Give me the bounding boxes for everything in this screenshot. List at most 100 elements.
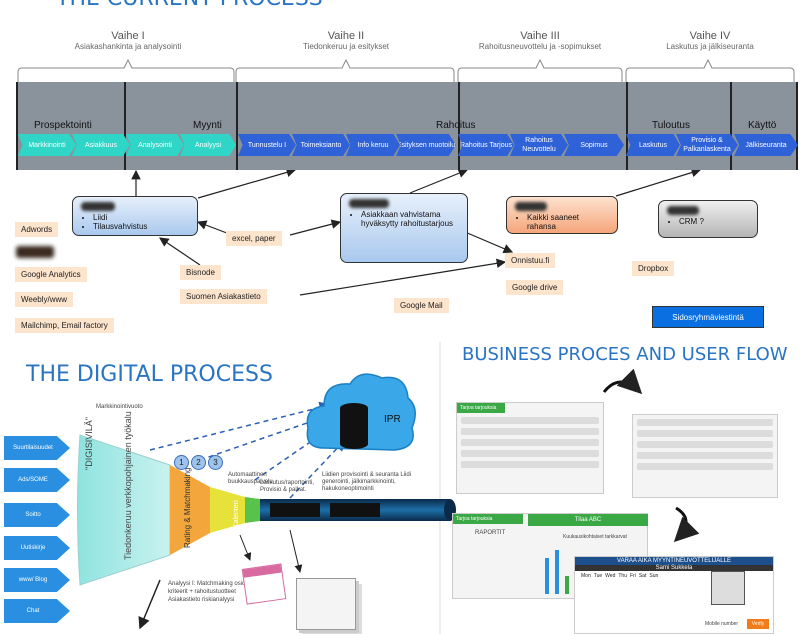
screen-1: Tarjoa tarjouksia — [456, 402, 604, 494]
sidosryhma-box: Sidosryhmäviestintä — [652, 306, 764, 328]
tag-adwords: Adwords — [15, 222, 59, 237]
chevron-step: Analyysi — [180, 134, 236, 156]
phase-4: Vaihe IV Laskutus ja jälkiseuranta — [640, 30, 780, 51]
input-arrow: Suurtilaisuudet — [4, 436, 70, 460]
calendar-icon — [241, 563, 287, 605]
funnel-graphic — [77, 434, 456, 586]
phase-subtitle: Tiedonkeruu ja esitykset — [303, 42, 389, 51]
phase-title: Vaihe II — [327, 30, 365, 42]
tag-google-drive: Google drive — [506, 280, 564, 295]
screen-2 — [632, 414, 778, 498]
current-process-title: THE CURRENT PROCESS — [56, 0, 323, 11]
chevron-step: Esityksen muotoilu — [396, 134, 456, 156]
callout-crm: CRM ? — [658, 200, 758, 238]
callout-item: Liidi — [93, 213, 189, 222]
day-label: Thu — [618, 573, 627, 579]
screen-title: Tilaa ABC — [528, 514, 648, 526]
callout-item: Asiakkaan vahvistama hyväksytty rahoitus… — [361, 210, 459, 228]
chevron-step: Jälkiseuranta — [734, 134, 798, 156]
callout-liidi: Liidi Tilausvahvistus — [72, 196, 198, 236]
redacted-name — [515, 202, 547, 211]
screen-subtitle: Kuukausikohtaiset tarkkarvat — [563, 534, 627, 540]
screen-bar: Tarjoa tarjouksia — [453, 514, 523, 524]
phase-title: Vaihe I — [111, 30, 145, 42]
day-label: Sat — [638, 573, 647, 579]
business-process-title: BUSINESS PROCES AND USER FLOW — [462, 344, 788, 365]
phase-2: Vaihe II Tiedonkeruu ja esitykset — [276, 30, 416, 51]
day-label: Wed — [605, 573, 616, 579]
step-circle: 1 — [174, 455, 189, 470]
tag-asiakastieto: Suomen Asiakastieto — [180, 289, 267, 304]
tag-onnistuu: Onnistuu.fi — [505, 253, 556, 268]
tag-excel: excel, paper — [226, 231, 282, 246]
chevron-step: Asiakkuus — [72, 134, 130, 156]
verify-button[interactable]: Verify — [747, 619, 769, 629]
callout-item: CRM ? — [679, 217, 749, 226]
chevron-step: Provisio & Palkanlaskenta — [676, 134, 738, 156]
input-arrow: Chat — [4, 599, 70, 623]
phase-title: Vaihe III — [520, 30, 560, 42]
band-label: Käyttö — [748, 120, 777, 131]
funnel-top-label: Markkinointivuoto — [96, 404, 143, 410]
band-rahoitus — [236, 82, 458, 170]
cloud-icon — [306, 373, 416, 451]
day-label: Tue — [593, 573, 603, 579]
phase-title: Vaihe IV — [689, 30, 731, 42]
tag-mailchimp: Mailchimp, Email factory — [15, 318, 114, 333]
callout-rahansa: Kaikki saaneet rahansa — [506, 196, 618, 234]
screen-side-label: RAPORTIT — [475, 530, 506, 536]
redacted-name — [667, 206, 699, 215]
day-label: Mon — [581, 573, 591, 579]
documents-icon — [296, 578, 356, 630]
chevron-step: Info keruu — [346, 134, 400, 156]
tag-bisnode: Bisnode — [180, 265, 221, 280]
input-arrow: www/ Blog — [4, 568, 70, 592]
day-label: Fri — [630, 573, 636, 579]
input-arrow: Ads/SOME — [4, 468, 70, 492]
booking-screen: VARAA AIKA MYYNTINEUVOTTELIJALLE Sami Su… — [574, 556, 774, 634]
band-label: Rahoitus — [436, 120, 476, 131]
day-label: Sun — [649, 573, 659, 579]
redacted-name — [81, 202, 115, 211]
redacted-name — [349, 199, 389, 208]
chevron-step: Analysointi — [126, 134, 184, 156]
chevron-step: Laskutus — [626, 134, 680, 156]
mobile-label[interactable]: Mobile number — [705, 621, 739, 627]
tag-google-mail: Google Mail — [394, 298, 449, 313]
tiedonkeruu-label: Tiedonkeruu verkkopohjainen työkalu — [123, 411, 133, 560]
chevron-step: Tunnustelu I — [238, 134, 296, 156]
step-circle: 3 — [208, 455, 223, 470]
redacted-logo — [16, 246, 54, 258]
tag-weebly: Weebly/www — [15, 292, 74, 307]
phase-3: Vaihe III Rahoitusneuvottelu ja -sopimuk… — [460, 30, 620, 51]
callout-rahoitustarjous: Asiakkaan vahvistama hyväksytty rahoitus… — [340, 193, 468, 263]
callout-item: Kaikki saaneet rahansa — [527, 213, 609, 231]
laskutus-label: Laskutus/raportointi, Provisio & palkat. — [260, 480, 315, 493]
avatar — [711, 571, 745, 605]
rating-label: Rating & Matchmaking — [183, 467, 192, 548]
band-label: Prospektointi — [34, 120, 92, 131]
liidien-label: Liidien provisointi & seuranta Liidi gen… — [322, 472, 412, 492]
chevron-step: Rahoitus Neuvottelu — [510, 134, 568, 156]
digisivila-label: "DIGISIVILÄ" — [84, 417, 94, 470]
booking-title: VARAA AIKA MYYNTINEUVOTTELIJALLE — [575, 557, 773, 565]
kalenteri-label: Kalenteri — [233, 500, 240, 528]
input-arrow: Uutiskirje — [4, 536, 70, 560]
chevron-step: Rahoitus Tarjous — [458, 134, 514, 156]
band-label: Myynti — [193, 120, 222, 131]
phase-subtitle: Asiakashankinta ja analysointi — [74, 42, 182, 51]
chevron-step: Sopimus — [564, 134, 624, 156]
input-arrow: Soitto — [4, 503, 70, 527]
band-rahoitus-2 — [458, 82, 626, 170]
step-circle: 2 — [191, 455, 206, 470]
digital-process-title: THE DIGITAL PROCESS — [26, 362, 273, 387]
chevron-step: Toimeksianto — [292, 134, 350, 156]
phase-subtitle: Rahoitusneuvottelu ja -sopimukset — [478, 42, 602, 51]
analyysi-label: Analyysi I: Matchmaking osio kriteerit +… — [168, 581, 246, 603]
automaattinen-label: Automaattinen buukkauspalvelu — [228, 472, 273, 485]
tag-google-analytics: Google Analytics — [15, 267, 87, 282]
band-label: Tuloutus — [652, 120, 690, 131]
callout-item: Tilausvahvistus — [93, 222, 189, 231]
chevron-step: Markkinointi — [18, 134, 76, 156]
